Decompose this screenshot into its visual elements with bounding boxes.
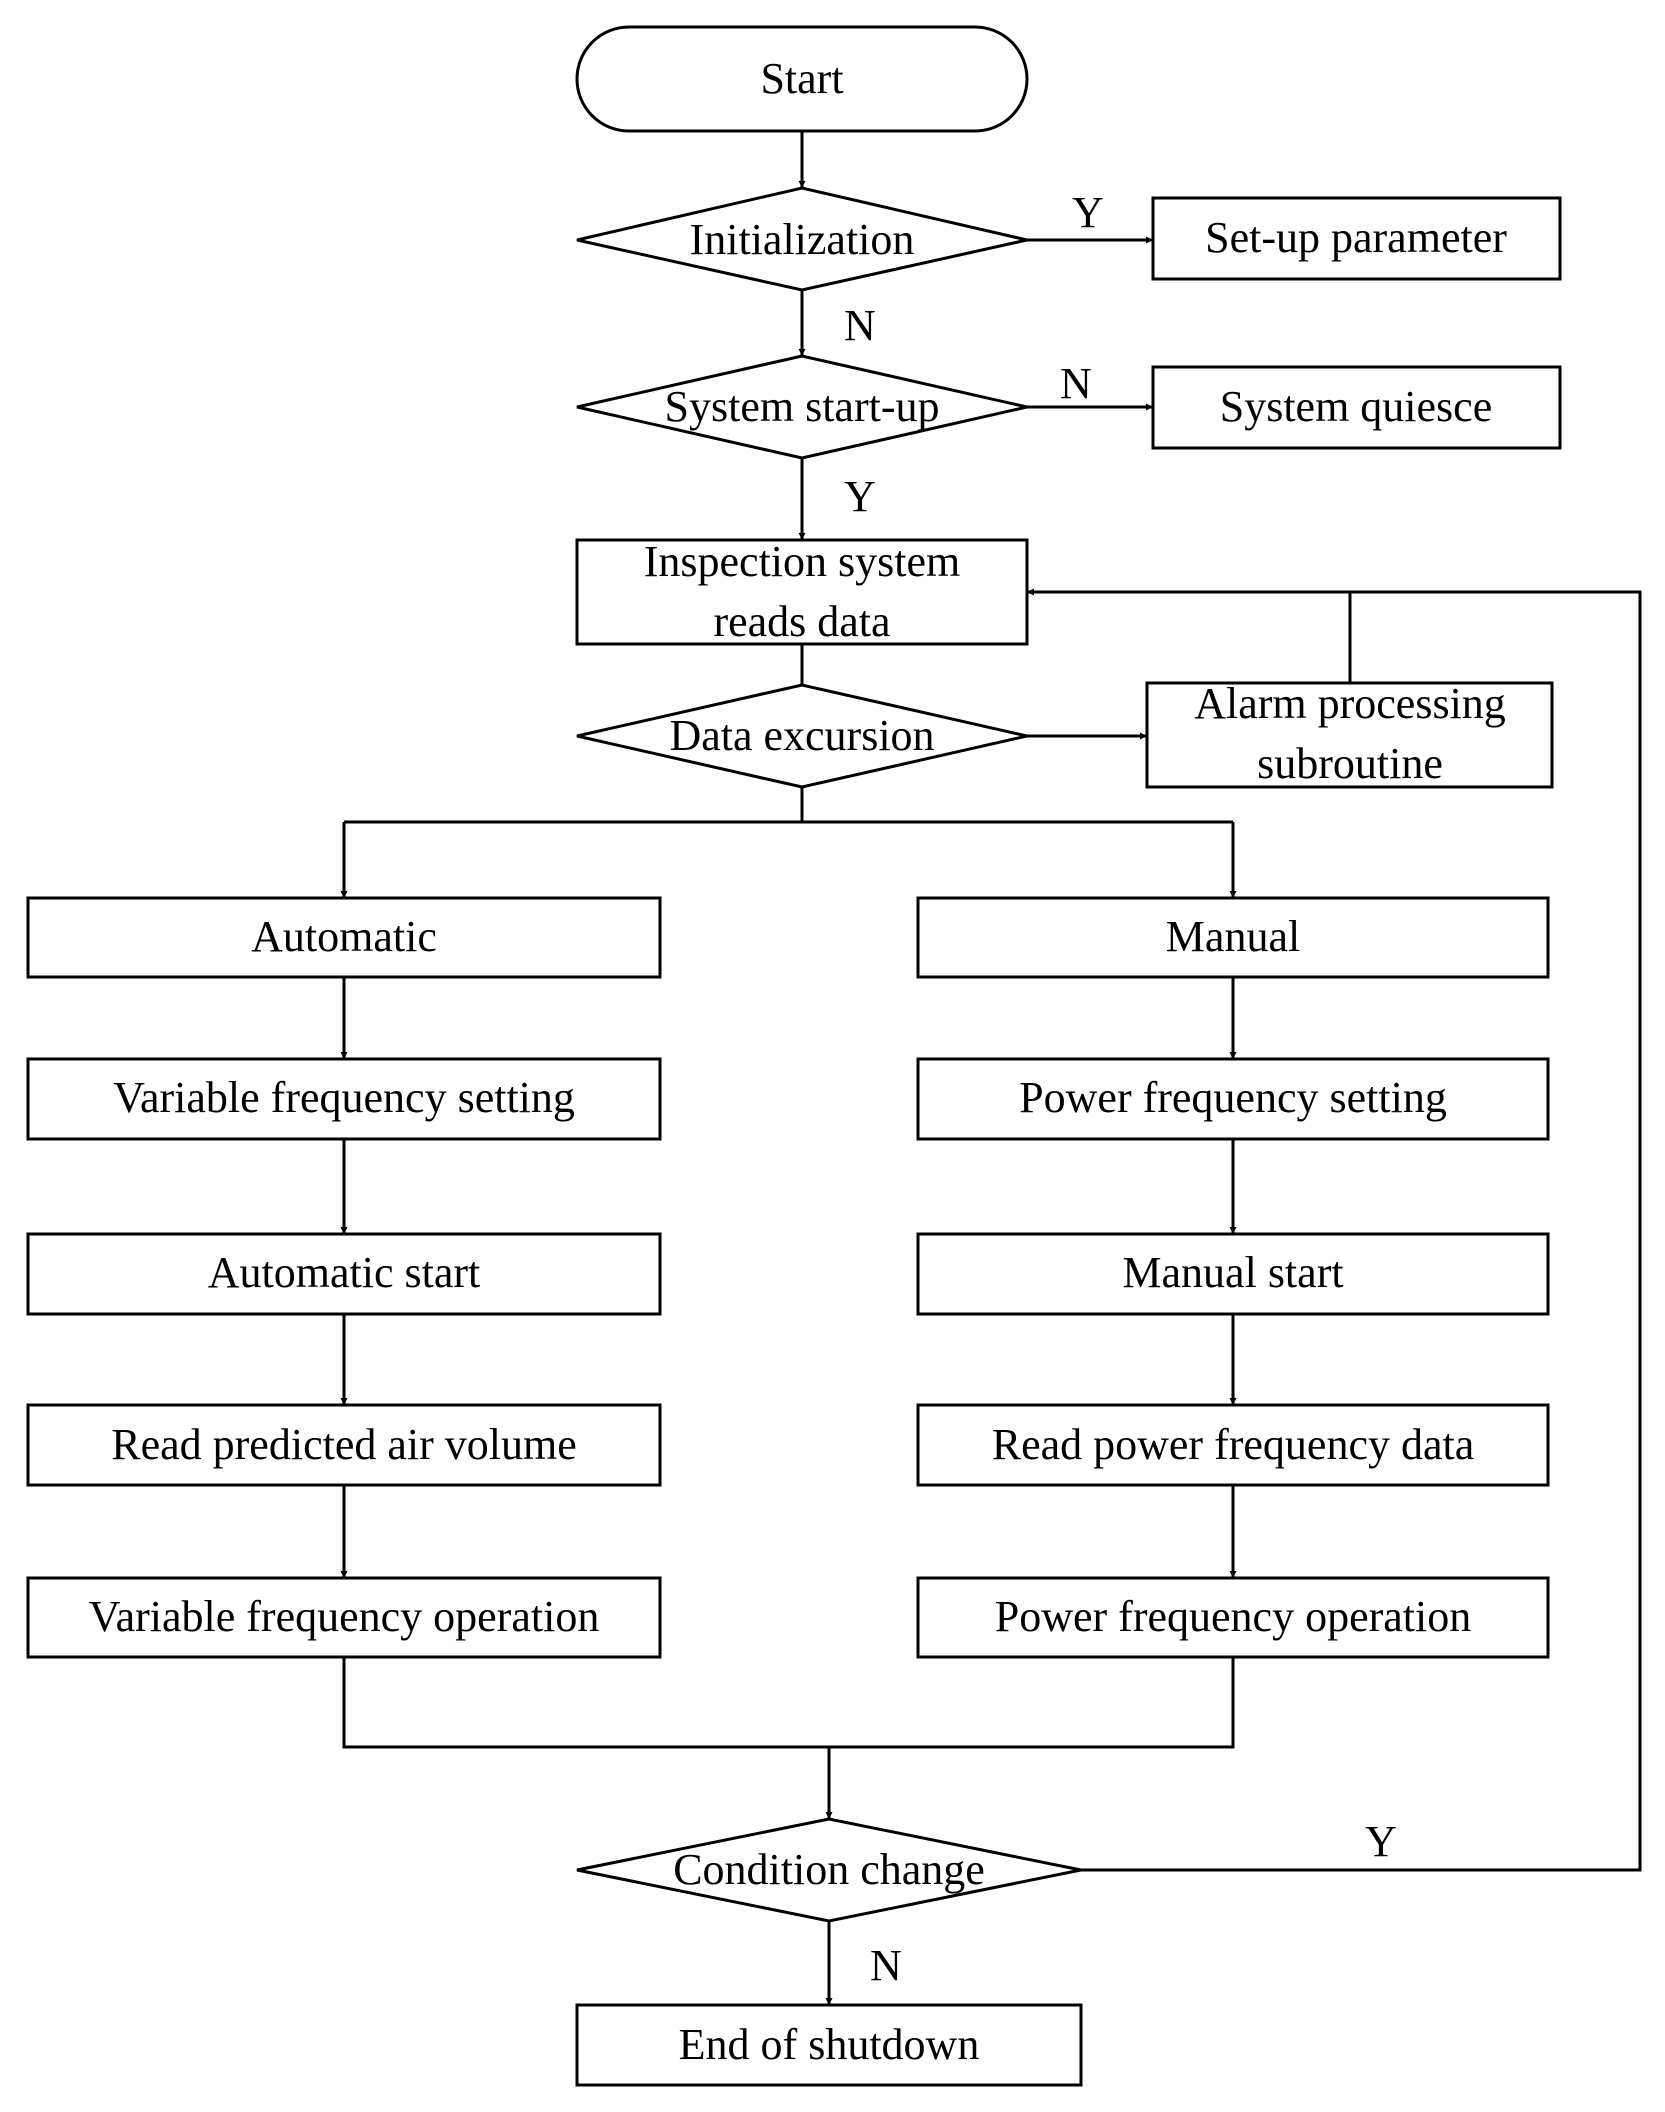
initialization-decision: Initialization — [576, 186, 1028, 292]
manual-start-box: Manual start — [916, 1232, 1550, 1316]
edge-label-startup-no: N — [1060, 359, 1092, 408]
system-quiesce-box: System quiesce — [1151, 365, 1562, 450]
power-frequency-operation-label: Power frequency operation — [995, 1592, 1471, 1641]
manual-label: Manual — [1166, 912, 1300, 961]
power-frequency-operation-box: Power frequency operation — [916, 1576, 1550, 1659]
system-startup-decision: System start-up — [576, 354, 1028, 460]
variable-frequency-operation-label: Variable frequency operation — [89, 1592, 600, 1641]
end-of-shutdown-label: End of shutdown — [679, 2020, 980, 2069]
edge-label-condition-yes: Y — [1365, 1817, 1397, 1866]
automatic-start-box: Automatic start — [26, 1232, 662, 1316]
system-startup-label: System start-up — [665, 382, 940, 431]
system-quiesce-label: System quiesce — [1220, 382, 1493, 431]
read-power-frequency-data-label: Read power frequency data — [992, 1420, 1475, 1469]
edge-label-init-yes: Y — [1072, 188, 1104, 237]
alarm-label-line1: Alarm processing — [1194, 679, 1506, 728]
inspection-label-line2: reads data — [713, 597, 890, 646]
start-label: Start — [760, 54, 843, 103]
automatic-box: Automatic — [26, 896, 662, 979]
initialization-label: Initialization — [690, 215, 915, 264]
edge-label-init-no: N — [844, 301, 876, 350]
alarm-label-line2: subroutine — [1257, 739, 1443, 788]
manual-start-label: Manual start — [1122, 1248, 1343, 1297]
setup-parameter-label: Set-up parameter — [1205, 213, 1507, 262]
read-predicted-air-volume-box: Read predicted air volume — [26, 1403, 662, 1487]
read-predicted-air-volume-label: Read predicted air volume — [111, 1420, 576, 1469]
power-frequency-setting-label: Power frequency setting — [1019, 1073, 1447, 1122]
variable-frequency-operation-box: Variable frequency operation — [26, 1576, 662, 1659]
edge-label-condition-no: N — [870, 1941, 902, 1990]
variable-frequency-setting-label: Variable frequency setting — [113, 1073, 575, 1122]
condition-change-label: Condition change — [673, 1845, 985, 1894]
setup-parameter-box: Set-up parameter — [1151, 196, 1562, 281]
power-frequency-setting-box: Power frequency setting — [916, 1057, 1550, 1141]
end-of-shutdown-box: End of shutdown — [575, 2003, 1083, 2087]
arrow-alarm-back-to-inspection — [1027, 588, 1352, 683]
inspection-box: Inspection system reads data — [575, 537, 1029, 646]
start-terminal: Start — [575, 25, 1029, 133]
data-excursion-decision: Data excursion — [576, 683, 1028, 789]
edge-label-startup-yes: Y — [844, 472, 876, 521]
condition-change-decision: Condition change — [576, 1817, 1082, 1923]
read-power-frequency-data-box: Read power frequency data — [916, 1403, 1550, 1487]
inspection-label-line1: Inspection system — [644, 537, 961, 586]
data-excursion-label: Data excursion — [669, 711, 934, 760]
automatic-label: Automatic — [251, 912, 437, 961]
variable-frequency-setting-box: Variable frequency setting — [26, 1057, 662, 1141]
line-branch-merge — [342, 1657, 1235, 1749]
manual-box: Manual — [916, 896, 1550, 979]
alarm-box: Alarm processing subroutine — [1145, 679, 1554, 789]
line-condition-yes-loop — [1081, 590, 1642, 1872]
automatic-start-label: Automatic start — [208, 1248, 481, 1297]
